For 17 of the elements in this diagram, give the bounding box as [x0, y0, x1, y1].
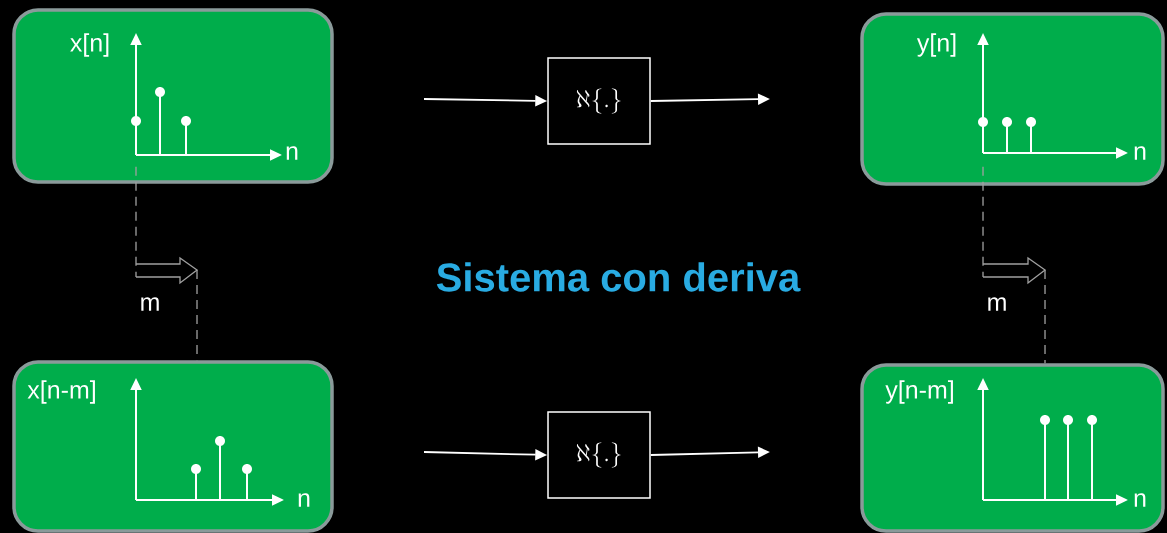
axis-label: x[n] [70, 33, 109, 57]
signal-panel [12, 8, 334, 184]
axis-label: n [1134, 493, 1146, 507]
shift-label: m [141, 297, 159, 311]
title: Sistema con deriva [436, 262, 801, 292]
system-box: $\aleph\{.\}$ [547, 411, 651, 499]
signal-panel [860, 363, 1165, 533]
axis-label: n [1134, 146, 1146, 160]
signal-panel [860, 12, 1165, 186]
axis-label: n [286, 146, 298, 160]
system-box: $\aleph\{.\}$ [547, 57, 651, 145]
shift-label: m [988, 297, 1006, 311]
axis-label: x[n-m] [27, 380, 95, 404]
axis-label: y[n-m] [885, 380, 953, 404]
signal-panel [12, 360, 334, 533]
axis-label: y[n] [916, 33, 956, 57]
axis-label: n [298, 493, 310, 507]
